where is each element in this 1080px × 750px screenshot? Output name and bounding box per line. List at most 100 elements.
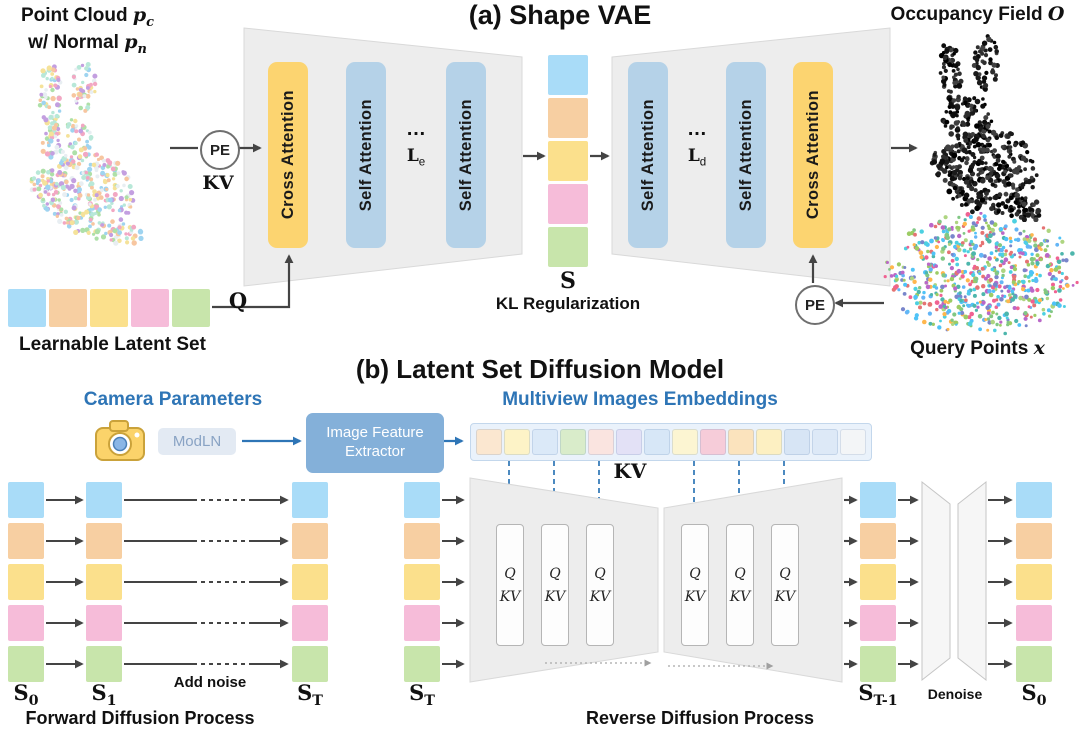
s-sub: T-1 <box>873 693 898 710</box>
latent-square <box>860 646 896 682</box>
kv-text: KV <box>544 588 566 605</box>
forward-st-column <box>292 482 328 682</box>
s-sub: 0 <box>1036 693 1047 710</box>
s-sub: 0 <box>28 693 39 710</box>
l-var: L <box>406 146 419 166</box>
denoise-label: Denoise <box>927 686 983 702</box>
latent-square <box>1016 523 1052 559</box>
latent-square <box>8 289 46 327</box>
camera-icon <box>95 420 145 461</box>
kv-label-diffusion: KV <box>613 459 647 483</box>
latent-square <box>172 289 210 327</box>
q-text: Q <box>594 565 606 582</box>
query-points-label: Query Points x <box>875 337 1080 360</box>
forward-st-label: ST <box>290 680 330 709</box>
latent-square <box>840 429 866 455</box>
q-text: Q <box>779 565 791 582</box>
latent-square <box>86 482 122 518</box>
latent-square <box>1016 564 1052 600</box>
occ-text: Occupancy Field <box>890 4 1048 25</box>
block-label: Self Attention <box>456 98 475 212</box>
latent-square <box>292 523 328 559</box>
latent-square <box>292 646 328 682</box>
s-sub: T <box>424 693 435 710</box>
pn-label-text: w/ Normal <box>28 31 125 53</box>
latent-square <box>86 646 122 682</box>
reverse-st-column <box>404 482 440 682</box>
latent-square <box>860 523 896 559</box>
denoise-encoder-shape <box>921 480 951 682</box>
block-label: Cross Attention <box>278 90 297 220</box>
q-text: Q <box>689 565 701 582</box>
unet-qkv-block-2: Q KV <box>541 524 569 646</box>
pe-circle-encoder: PE <box>200 130 240 170</box>
l-sub: d <box>699 156 707 169</box>
multiview-embeddings-row <box>470 423 872 461</box>
q-text: Q <box>549 565 561 582</box>
kl-regularization-label: KL Regularization <box>495 294 641 313</box>
input-point-cloud-image <box>29 62 144 246</box>
pc-label-text: Point Cloud <box>20 5 133 26</box>
learnable-latent-set-row <box>8 289 210 327</box>
decoder-dots: … <box>687 118 707 140</box>
unet-qkv-block-3: Q KV <box>586 524 614 646</box>
kv-text: KV <box>589 588 611 605</box>
s-var: S <box>409 680 425 705</box>
latent-square <box>548 55 588 95</box>
forward-s0-label: S0 <box>6 680 46 709</box>
add-noise-label: Add noise <box>173 674 247 691</box>
occupancy-field-image <box>929 34 1042 222</box>
denoise-decoder-shape <box>957 480 987 682</box>
latent-square <box>8 564 44 600</box>
decoder-self-attention-block-1: Self Attention <box>628 62 668 248</box>
latent-set-column <box>548 55 588 267</box>
decoder-self-attention-block-2: Self Attention <box>726 62 766 248</box>
decoder-layers-label: Ld <box>679 146 715 168</box>
latent-square <box>860 564 896 600</box>
pn-var: p <box>124 30 138 53</box>
s-sub: 1 <box>106 693 117 710</box>
forward-s1-label: S1 <box>84 680 124 709</box>
latent-square <box>86 564 122 600</box>
latent-square <box>548 141 588 181</box>
block-label: Self Attention <box>356 98 375 212</box>
latent-square <box>404 564 440 600</box>
pc-var: p <box>132 4 147 26</box>
latent-square <box>8 605 44 641</box>
forward-caption: Forward Diffusion Process <box>25 708 255 728</box>
query-text: Query Points <box>910 338 1034 359</box>
image-feature-extractor-box: Image Feature Extractor <box>306 413 444 473</box>
latent-square <box>8 523 44 559</box>
occupancy-field-label: Occupancy Field O <box>875 3 1080 26</box>
encoder-cross-attention-block: Cross Attention <box>268 62 308 248</box>
s-var: S <box>91 680 107 705</box>
block-label: Self Attention <box>638 98 657 212</box>
latent-square <box>548 184 588 224</box>
latent-square <box>644 429 670 455</box>
latent-square <box>1016 605 1052 641</box>
latent-square <box>728 429 754 455</box>
latent-square <box>672 429 698 455</box>
query-points-image <box>883 212 1079 336</box>
reverse-st1-column <box>860 482 896 682</box>
q-text: Q <box>504 565 516 582</box>
multiview-embeddings-label: Multiview Images Embeddings <box>502 389 778 410</box>
latent-square <box>860 482 896 518</box>
reverse-st1-label: ST-1 <box>846 680 910 709</box>
vae-arrows <box>170 143 918 309</box>
latent-square <box>616 429 642 455</box>
block-label: Cross Attention <box>803 90 822 220</box>
pn-sub: n <box>137 41 147 57</box>
latent-square <box>756 429 782 455</box>
latent-square <box>131 289 169 327</box>
pe-circle-decoder: PE <box>795 285 835 325</box>
s-var: S <box>13 680 29 705</box>
latent-square <box>292 482 328 518</box>
latent-square <box>476 429 502 455</box>
latent-square <box>404 523 440 559</box>
s-var: S <box>858 680 874 705</box>
modln-box: ModLN <box>158 428 236 455</box>
